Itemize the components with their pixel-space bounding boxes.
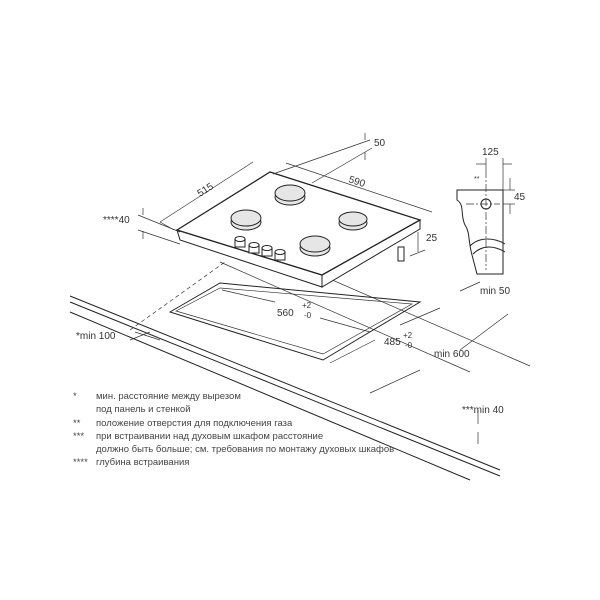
dim-560: 560 [277, 308, 294, 319]
footnote: *мин. расстояние между вырезом [73, 391, 241, 402]
tol-560-plus: +2 [302, 301, 312, 310]
dim-40: ****40 [103, 215, 130, 226]
gas-mark: ** [474, 176, 480, 183]
dimension-lines [129, 133, 509, 444]
footnote: под панель и стенкой [96, 404, 191, 416]
dim-min-100: *min 100 [76, 331, 116, 342]
footnote: **положение отверстия для подключения га… [73, 417, 293, 429]
tol-485-plus: +2 [403, 331, 413, 340]
footnotes: *мин. расстояние между вырезом под панел… [73, 390, 394, 470]
burner [230, 209, 262, 231]
dim-min-50: min 50 [480, 286, 510, 297]
tol-560-minus: -0 [304, 311, 312, 320]
dim-25: 25 [426, 233, 438, 244]
footnote: ***при встраивании над духовым шкафом ра… [73, 430, 324, 442]
countertop [69, 261, 531, 481]
dim-50: 50 [374, 138, 386, 149]
burner [299, 235, 331, 257]
knobs [234, 236, 286, 261]
dim-min-600: min 600 [434, 349, 470, 360]
dim-45: 45 [514, 192, 526, 203]
footnote: ****глубина встраивания [73, 457, 190, 469]
cutout [168, 282, 422, 361]
tol-485-minus: -0 [405, 341, 413, 350]
hob [175, 171, 422, 288]
burner [274, 184, 306, 206]
dim-590: 590 [347, 174, 367, 190]
burner [338, 211, 368, 231]
dim-485: 485 [384, 337, 401, 348]
dim-515: 515 [196, 181, 216, 200]
footnote: должно быть больше; см. требования по мо… [96, 444, 395, 456]
dim-min-40: ***min 40 [462, 405, 504, 416]
dim-125: 125 [482, 147, 499, 158]
gas-connection-section [456, 158, 515, 275]
